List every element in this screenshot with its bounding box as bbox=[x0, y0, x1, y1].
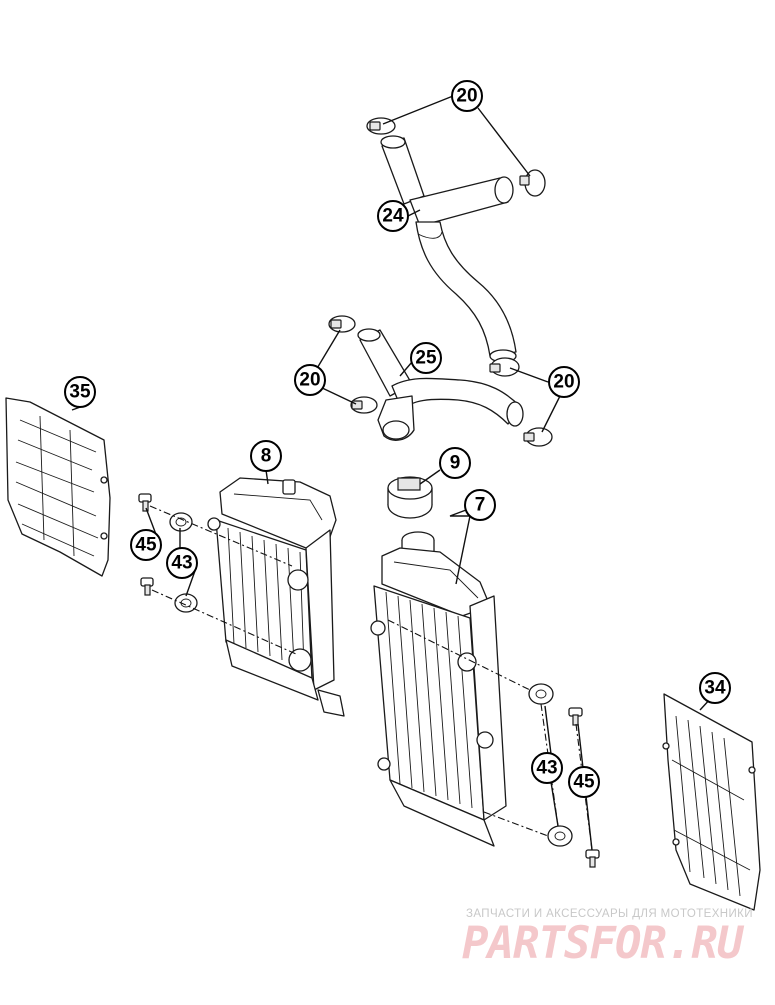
callout-20-right: 20 bbox=[548, 366, 580, 398]
callout-45-left: 45 bbox=[130, 529, 162, 561]
callout-label: 24 bbox=[382, 206, 404, 227]
callout-label: 8 bbox=[261, 446, 272, 467]
axis-left-lower bbox=[151, 589, 297, 655]
leader-lines bbox=[71, 95, 713, 851]
callout-20-top: 20 bbox=[451, 80, 483, 112]
callout-9: 9 bbox=[439, 447, 471, 479]
callout-35: 35 bbox=[64, 376, 96, 408]
callout-43-right: 43 bbox=[531, 752, 563, 784]
grommet-left-lower bbox=[174, 593, 198, 613]
callout-label: 43 bbox=[536, 758, 557, 779]
callout-8: 8 bbox=[250, 440, 282, 472]
callout-label: 20 bbox=[553, 372, 574, 393]
watermark-subtitle: ЗАПЧАСТИ И АКСЕССУАРЫ ДЛЯ МОТОТЕХНИКИ bbox=[466, 908, 753, 920]
callout-label: 7 bbox=[475, 495, 486, 516]
hose-assembly-25 bbox=[357, 328, 524, 441]
axis-right-lower bbox=[483, 811, 549, 837]
watermark-logo: PARTSFOR.RU bbox=[462, 918, 743, 969]
callout-45-right: 45 bbox=[568, 766, 600, 798]
clamp-lower-right bbox=[523, 427, 553, 447]
clamp-lower-left bbox=[350, 396, 378, 414]
callout-label: 20 bbox=[456, 86, 477, 107]
radiator-8 bbox=[207, 477, 345, 717]
shroud-35 bbox=[5, 397, 111, 577]
axis-right-upper bbox=[387, 619, 531, 691]
grommet-right-upper bbox=[528, 683, 554, 705]
clamp-lower-top bbox=[328, 315, 356, 333]
radiator-cap-9 bbox=[387, 476, 433, 519]
radiator-7 bbox=[370, 531, 507, 847]
callout-label: 34 bbox=[704, 678, 726, 699]
callout-43-left: 43 bbox=[166, 547, 198, 579]
callout-25: 25 bbox=[410, 342, 442, 374]
callout-24: 24 bbox=[377, 200, 409, 232]
shroud-34 bbox=[662, 693, 761, 911]
callout-label: 20 bbox=[299, 370, 320, 391]
clamp-mid-right bbox=[489, 357, 520, 377]
clamp-upper-right bbox=[519, 169, 546, 197]
grommet-left-upper bbox=[169, 512, 193, 532]
callout-label: 9 bbox=[450, 453, 461, 474]
bolt-right-lower bbox=[585, 849, 600, 868]
grommet-right-lower bbox=[547, 825, 573, 847]
callout-label: 43 bbox=[171, 553, 192, 574]
callout-label: 45 bbox=[135, 535, 157, 556]
callout-34: 34 bbox=[699, 672, 731, 704]
bolt-left-upper bbox=[138, 493, 152, 512]
callout-label: 25 bbox=[415, 348, 437, 369]
callout-label: 35 bbox=[69, 382, 91, 403]
callout-20-left: 20 bbox=[294, 364, 326, 396]
axis-left-upper bbox=[149, 505, 293, 567]
hose-assembly-24 bbox=[380, 135, 517, 363]
bolt-right-upper bbox=[568, 707, 583, 726]
bolt-left-lower bbox=[140, 577, 154, 596]
callout-label: 45 bbox=[573, 772, 595, 793]
callout-7: 7 bbox=[464, 489, 496, 521]
